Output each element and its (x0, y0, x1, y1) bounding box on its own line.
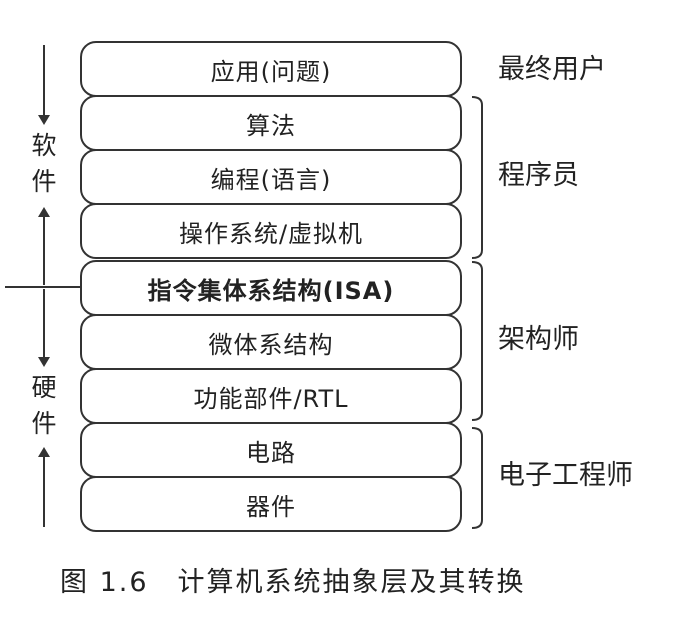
layer-device: 器件 (80, 476, 462, 532)
layer-microarchitecture: 微体系结构 (80, 314, 462, 370)
programmer-bracket (471, 96, 483, 259)
hardware-char-2: 件 (31, 409, 57, 438)
layer-programming: 编程(语言) (80, 149, 462, 205)
software-char-2: 件 (31, 167, 57, 196)
layer-label: 编程(语言) (210, 165, 332, 194)
hardware-char-1: 硬 (31, 373, 57, 402)
layer-os-vm: 操作系统/虚拟机 (80, 203, 462, 259)
layer-label: 器件 (246, 492, 296, 521)
hardware-label: 硬 件 (29, 370, 59, 442)
layer-application: 应用(问题) (80, 41, 462, 97)
role-programmer: 程序员 (498, 160, 579, 191)
layer-label: 指令集体系结构(ISA) (147, 276, 395, 305)
role-electronic-engineer: 电子工程师 (498, 460, 633, 491)
layer-label: 微体系结构 (208, 330, 334, 359)
engineer-bracket (471, 427, 483, 529)
layer-isa: 指令集体系结构(ISA) (80, 260, 462, 316)
architect-bracket (471, 261, 483, 421)
figure-caption: 图 1.6 计算机系统抽象层及其转换 (60, 567, 526, 598)
layer-label: 应用(问题) (210, 57, 332, 86)
layer-label: 操作系统/虚拟机 (178, 219, 364, 248)
layer-label: 功能部件/RTL (193, 384, 349, 413)
layer-label: 算法 (246, 111, 296, 140)
role-end-user: 最终用户 (498, 54, 606, 85)
layer-label: 电路 (246, 438, 296, 467)
layer-circuit: 电路 (80, 422, 462, 478)
role-architect: 架构师 (498, 324, 579, 355)
layer-rtl: 功能部件/RTL (80, 368, 462, 424)
layer-algorithm: 算法 (80, 95, 462, 151)
software-label: 软 件 (29, 128, 59, 200)
software-char-1: 软 (31, 131, 57, 160)
